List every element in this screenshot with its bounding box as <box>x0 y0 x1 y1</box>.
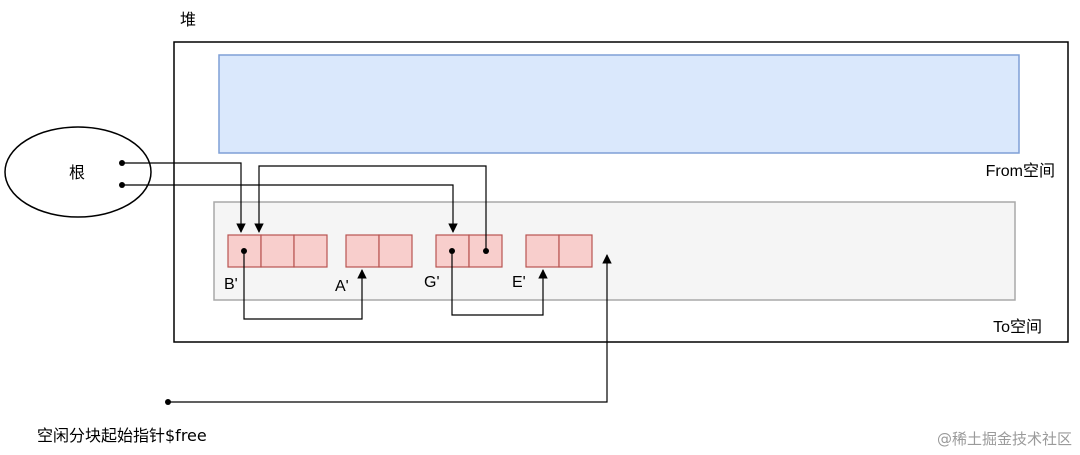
to-space-label: To空间 <box>993 318 1042 336</box>
object-a <box>345 234 413 268</box>
from-space-label: From空间 <box>986 162 1055 180</box>
free-pointer-arrow <box>168 254 612 403</box>
root-label: 根 <box>69 163 85 182</box>
object-a-label: A' <box>335 278 349 295</box>
object-e-label: E' <box>512 274 526 291</box>
g-to-b-arrow <box>254 165 487 251</box>
object-a-cell-1 <box>345 234 380 268</box>
from-space-box <box>218 54 1020 154</box>
heap-box <box>173 41 1069 343</box>
object-e-cell-1 <box>525 234 560 268</box>
b-to-a-arrow <box>243 251 367 320</box>
object-g <box>435 234 503 268</box>
object-b-label: B' <box>224 276 238 293</box>
object-b-cell-3 <box>293 234 328 268</box>
object-e-cell-2 <box>558 234 593 268</box>
object-e <box>525 234 593 268</box>
root-to-b-arrow <box>122 162 246 233</box>
heap-label: 堆 <box>180 10 196 29</box>
watermark: @稀土掘金技术社区 <box>937 430 1072 448</box>
free-pointer-label: 空闲分块起始指针$free <box>37 426 207 445</box>
root-to-g-arrow <box>122 184 458 233</box>
object-b-cell-2 <box>260 234 295 268</box>
g-to-e-arrow <box>451 251 548 316</box>
root-ellipse <box>4 126 152 218</box>
object-g-label: G' <box>424 274 440 291</box>
object-a-cell-2 <box>378 234 413 268</box>
